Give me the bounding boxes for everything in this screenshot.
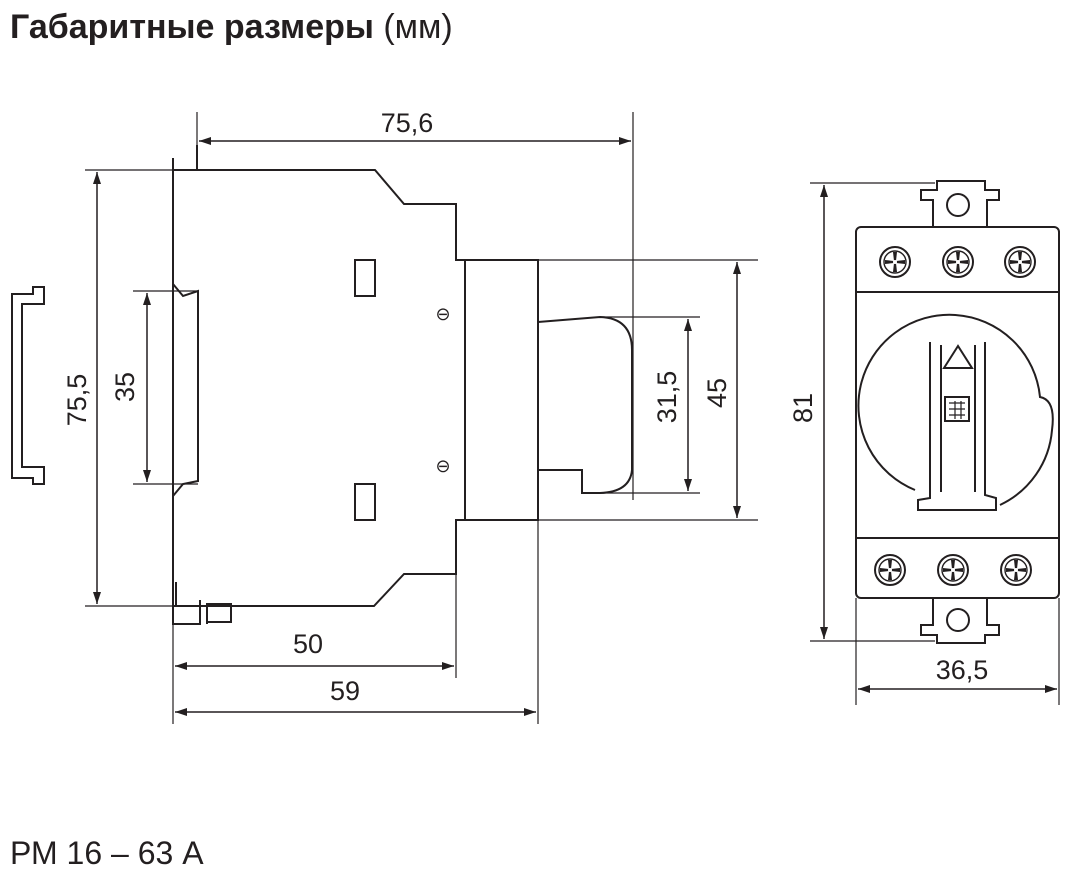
- dimension-labels-front: 81 36,5: [788, 393, 988, 685]
- title-unit: (мм): [383, 8, 453, 46]
- ground-mark-top: ⊖: [435, 304, 450, 324]
- model-label: РМ 16 – 63 А: [10, 835, 204, 871]
- dim-front-view-width: 36,5: [936, 655, 989, 685]
- title-bold: Габаритные размеры: [10, 8, 374, 46]
- extension-lines-front: [810, 182, 1060, 705]
- ground-mark-bottom: ⊖: [435, 456, 450, 476]
- extension-lines-side: [85, 112, 758, 724]
- dim-front-view-height: 81: [788, 393, 818, 423]
- dim-depth-body: 50: [293, 629, 323, 659]
- dim-depth-total: 59: [330, 676, 360, 706]
- side-view: [172, 145, 633, 625]
- dim-front-height: 45: [702, 378, 732, 408]
- dimension-lines-side: [93, 137, 741, 716]
- dimension-labels-side: 75,6 75,5 35 31,5 45 50 59: [62, 108, 732, 706]
- dim-rail-width: 35: [110, 372, 140, 402]
- din-rail-profile: [11, 286, 45, 485]
- dim-handle-height: 31,5: [652, 371, 682, 424]
- dimension-lines-front: [820, 185, 1057, 693]
- page-title: Габаритные размеры (мм): [10, 8, 453, 47]
- dim-overall-height: 75,5: [62, 374, 92, 427]
- dim-overall-width: 75,6: [381, 108, 434, 138]
- ground-symbols: ⊖ ⊖: [435, 304, 450, 476]
- front-view: [855, 180, 1060, 644]
